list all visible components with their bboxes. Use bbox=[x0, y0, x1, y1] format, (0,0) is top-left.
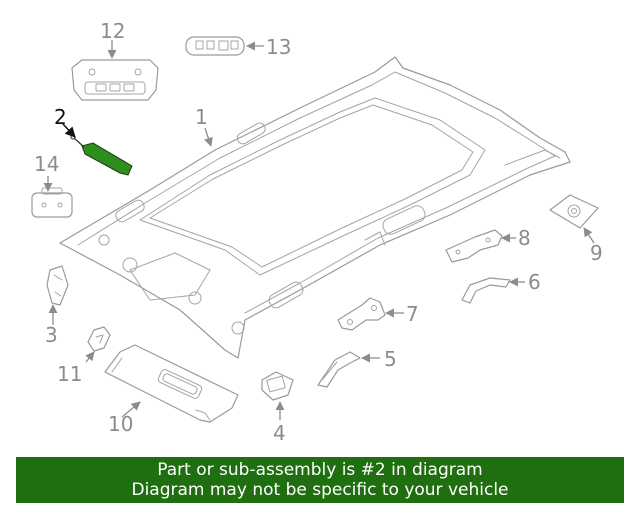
notice-banner: Part or sub-assembly is #2 in diagram Di… bbox=[16, 457, 624, 503]
callout-12: 12 bbox=[100, 19, 125, 43]
callout-2: 2 bbox=[54, 105, 67, 129]
part-3 bbox=[46, 265, 69, 306]
callout-3: 3 bbox=[45, 323, 58, 347]
sun-visor-part-10 bbox=[104, 344, 239, 423]
overhead-console-part-12 bbox=[71, 59, 159, 101]
callout-10: 10 bbox=[108, 412, 133, 436]
callout-5: 5 bbox=[384, 347, 397, 371]
callout-4: 4 bbox=[273, 421, 286, 445]
part-4 bbox=[261, 371, 294, 401]
banner-line-1: Part or sub-assembly is #2 in diagram bbox=[157, 460, 483, 480]
part-7 bbox=[337, 297, 386, 331]
part-14 bbox=[31, 187, 73, 218]
parts-diagram: 1 2 3 4 5 6 7 8 bbox=[31, 19, 603, 445]
callout-11: 11 bbox=[57, 362, 82, 386]
dome-lamp-part-13 bbox=[185, 36, 245, 56]
part-6 bbox=[461, 277, 511, 304]
part-9 bbox=[549, 194, 599, 229]
banner-line-2: Diagram may not be specific to your vehi… bbox=[131, 480, 509, 500]
part-5 bbox=[317, 351, 361, 388]
callout-13: 13 bbox=[266, 35, 291, 59]
headliner-part-1 bbox=[59, 56, 571, 359]
callout-14: 14 bbox=[34, 152, 59, 176]
highlighted-part-2 bbox=[70, 134, 133, 176]
part-11 bbox=[87, 326, 111, 352]
callout-1: 1 bbox=[195, 105, 208, 129]
callout-6: 6 bbox=[528, 270, 541, 294]
callout-9: 9 bbox=[590, 241, 603, 265]
callout-8: 8 bbox=[518, 226, 531, 250]
callout-7: 7 bbox=[406, 302, 419, 326]
part-8 bbox=[445, 229, 503, 263]
